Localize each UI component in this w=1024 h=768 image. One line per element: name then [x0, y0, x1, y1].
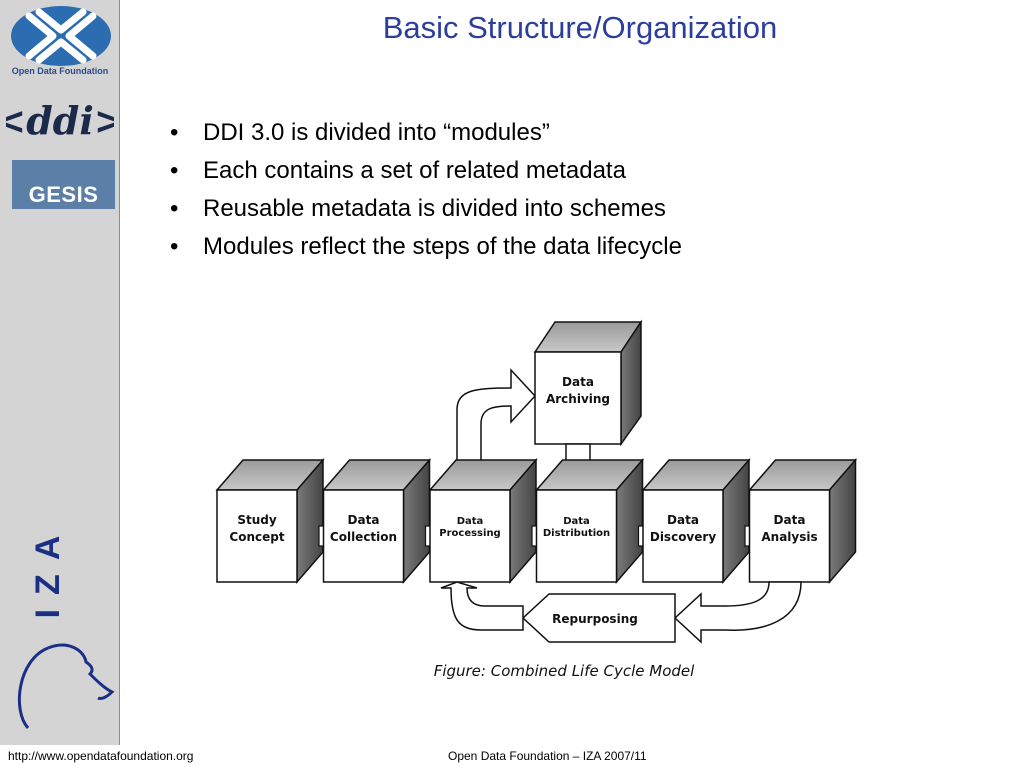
life-cycle-diagram: Data Archiving StudyConceptDataCollectio… — [215, 319, 858, 680]
bullet-item: DDI 3.0 is divided into “modules” — [170, 114, 682, 152]
lifecycle-box-label: Concept — [229, 530, 284, 544]
lifecycle-box-label: Data — [563, 516, 590, 527]
bullet-list: DDI 3.0 is divided into “modules” Each c… — [170, 114, 682, 266]
lifecycle-box-label: Distribution — [543, 528, 610, 539]
archiving-label-2: Archiving — [546, 392, 610, 406]
arch-arrow — [456, 368, 537, 463]
repurposing-block — [521, 593, 676, 643]
gesis-label: GESIS — [28, 182, 99, 207]
lifecycle-box-label: Data — [457, 516, 484, 527]
page-title: Basic Structure/Organization — [382, 10, 778, 45]
lifecycle-box-label: Collection — [330, 530, 397, 544]
lifecycle-box-label: Data — [348, 513, 380, 527]
archiving-box: Data Archiving — [533, 319, 643, 447]
footer-url: http://www.opendatafoundation.org — [8, 749, 194, 763]
figure-caption: Figure: Combined Life Cycle Model — [434, 662, 695, 680]
lifecycle-box-label: Analysis — [761, 530, 817, 544]
lifecycle-box-label: Discovery — [650, 530, 716, 544]
repurposing-arrow — [673, 581, 802, 644]
sidebar: Open Data Foundation <ddi> GESIS IZA — [0, 0, 120, 745]
gesis-logo: GESIS — [12, 160, 115, 209]
odf-caption: Open Data Foundation — [11, 66, 109, 76]
return-hook-arrow — [440, 581, 524, 631]
lifecycle-box-label: Data — [774, 513, 806, 527]
ddi-logo: <ddi> — [6, 98, 114, 143]
lifecycle-box-label: Processing — [439, 528, 500, 539]
footer-center: Open Data Foundation – IZA 2007/11 — [448, 749, 647, 763]
svg-text:IZA: IZA — [29, 522, 67, 619]
iza-head-logo — [17, 643, 115, 729]
lifecycle-box-label: Study — [237, 513, 277, 527]
bullet-item: Each contains a set of related metadata — [170, 152, 682, 190]
repurposing-label: Repurposing — [552, 612, 638, 626]
open-data-foundation-logo — [11, 6, 111, 66]
iza-logo-text: IZA — [29, 522, 67, 619]
bullet-item: Modules reflect the steps of the data li… — [170, 228, 682, 266]
archiving-label-1: Data — [562, 375, 594, 389]
lifecycle-box-label: Data — [667, 513, 699, 527]
bullet-item: Reusable metadata is divided into scheme… — [170, 190, 682, 228]
ddi-logo-text: <ddi> — [6, 98, 114, 143]
